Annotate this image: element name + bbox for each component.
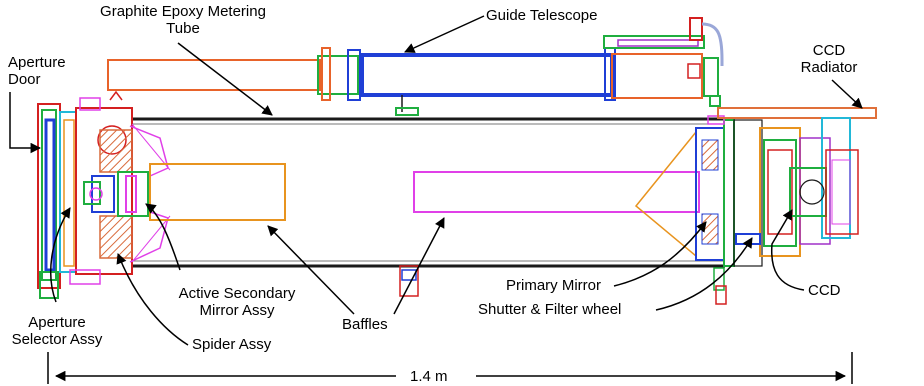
arrow-ccd-radiator: [831, 79, 863, 109]
label-aperture-door: Aperture Door: [8, 54, 66, 88]
arrow-aperture-selector: [49, 207, 71, 303]
arrow-active-secondary: [145, 203, 181, 271]
label-guide-telescope: Guide Telescope: [486, 7, 598, 24]
metering-tube: [132, 117, 725, 268]
label-shutter-filter: Shutter & Filter wheel: [478, 301, 622, 318]
callout-arrows: [9, 15, 863, 346]
label-length: 1.4 m: [410, 368, 448, 385]
arrow-metering-tube: [177, 42, 273, 116]
label-spider-assy: Spider Assy: [192, 336, 272, 353]
label-active-secondary-line1: Active Secondary: [178, 285, 296, 302]
label-metering-tube-line2: Tube: [166, 20, 200, 37]
secondary-baffle: [149, 163, 286, 221]
arrow-primary-mirror: [613, 221, 707, 287]
label-aperture-selector-line2: Selector Assy: [11, 331, 103, 348]
label-aperture-door-line1: Aperture: [8, 54, 66, 71]
label-aperture-selector-line1: Aperture: [28, 314, 86, 331]
dimension-line: [47, 352, 853, 384]
label-metering-tube: Graphite Epoxy Metering Tube: [92, 3, 274, 37]
label-ccd-radiator: CCD Radiator: [786, 42, 872, 76]
label-primary-mirror: Primary Mirror: [506, 277, 601, 294]
arrow-ccd: [770, 209, 805, 291]
arrow-baffles-right: [393, 217, 445, 315]
arrow-aperture-door: [9, 92, 42, 154]
guide-telescope: [107, 17, 724, 116]
guide-back-end: [611, 53, 703, 99]
primary-mirror: [399, 115, 735, 305]
label-aperture-door-line2: Door: [8, 71, 41, 88]
label-ccd: CCD: [808, 282, 841, 299]
arrow-shutter-filter: [655, 237, 753, 311]
label-active-secondary-line2: Mirror Assy: [199, 302, 275, 319]
arrow-guide-telescope: [404, 15, 485, 53]
label-active-secondary: Active Secondary Mirror Assy: [166, 285, 308, 319]
ccd-radiator: [717, 107, 877, 119]
primary-baffle: [413, 171, 700, 213]
arrow-spider-assy: [116, 253, 189, 346]
aperture-assembly: [37, 90, 133, 299]
label-aperture-selector: Aperture Selector Assy: [4, 314, 110, 348]
guide-tube-green-left: [317, 55, 359, 95]
label-ccd-radiator-line2: Radiator: [800, 59, 858, 76]
label-ccd-radiator-line1: CCD: [812, 42, 846, 59]
baffles: [149, 163, 700, 221]
guide-tube-orange: [107, 59, 321, 91]
spider-assembly: [99, 123, 171, 263]
label-metering-tube-line1: Graphite Epoxy Metering: [100, 3, 266, 20]
arrow-baffles-left: [267, 225, 355, 315]
label-baffles: Baffles: [342, 316, 388, 333]
ccd-assembly: [717, 107, 877, 245]
guide-telescope-tube: [360, 53, 614, 97]
